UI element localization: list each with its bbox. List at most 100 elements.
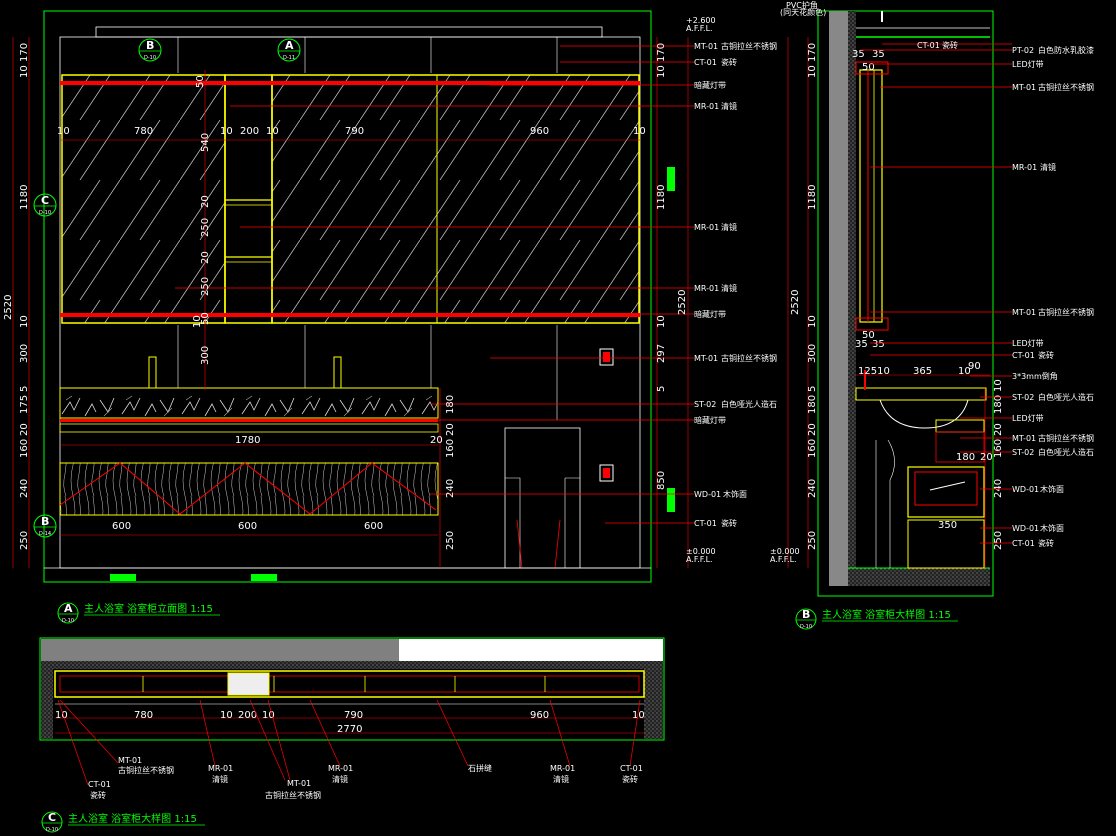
b-left-9: 240 [807, 479, 818, 498]
callout-c-0-code: MT-01 [118, 756, 142, 765]
dim-drawer-2: 600 [364, 521, 383, 532]
c-dim-2: 10 [220, 710, 233, 721]
dim-top-5: 790 [345, 126, 364, 137]
plan-c-leaders [57, 699, 641, 786]
callout-b-12-text: 白色哑光人造石 [1038, 447, 1094, 457]
dim-left-9: 240 [19, 479, 30, 498]
callout-b-11-text: 古铜拉丝不锈钢 [1038, 433, 1094, 443]
b-left-8: 160 [807, 439, 818, 458]
callout-b-12-code: ST-02 [1012, 448, 1034, 457]
elevation-a: 10 780 10 200 10 790 960 10 1780 20 600 … [3, 10, 777, 624]
title-a-sheet: D-10 [62, 618, 74, 624]
callout-a-3-text: 清镜 [721, 101, 737, 111]
b-left-0: 170 [807, 43, 818, 62]
b-dim-0: 35 [852, 49, 865, 60]
dim-top-3: 200 [240, 126, 259, 137]
plan-c-wall-white [399, 639, 663, 661]
b-left-2: 1180 [807, 185, 818, 210]
title-c-letter: C [48, 811, 56, 824]
callout-b-5-text: 古铜拉丝不锈钢 [1038, 307, 1094, 317]
c-dim-4: 10 [262, 710, 275, 721]
bubble-3-sheet: D-14 [39, 531, 51, 537]
dim-right-4: 297 [656, 344, 667, 363]
dim-small: 850 [656, 471, 667, 490]
callout-a-7-text: 古铜拉丝不锈钢 [721, 353, 777, 363]
b-dim-11: 20 [980, 452, 993, 463]
callout-b-7-text: 瓷砖 [1038, 350, 1054, 360]
bubble-0-sheet: D-10 [144, 55, 156, 61]
mid-dimensions: 50 540 20 250 20 250 10 50 300 [192, 75, 211, 365]
dim-mid-5: 250 [200, 277, 211, 296]
dim-right-7: 20 [445, 423, 456, 436]
b-right-1: 180 [993, 395, 1004, 414]
dim-left-1: 10 [19, 65, 30, 78]
callout-b-3-code: MT-01 [1012, 83, 1036, 92]
b-left-10: 250 [807, 531, 818, 550]
dim-top-4: 10 [266, 126, 279, 137]
callout-a-8-code: ST-02 [694, 400, 716, 409]
title-c-text: 主人浴室 浴室柜大样图 1:15 [68, 812, 197, 825]
section-b-mirror [859, 69, 883, 323]
callout-b-7-code: CT-01 [1012, 351, 1035, 360]
elevation-a-callouts: MT-01 古铜拉丝不锈钢 CT-01 瓷砖 暗藏灯带 MR-01 清镜 MR-… [694, 41, 777, 528]
dim-right-3: 10 [656, 315, 667, 328]
b-left-5: 5 [807, 386, 818, 392]
section-b-counter [855, 387, 987, 401]
b-left-4: 300 [807, 344, 818, 363]
callout-b-2-text: LED灯带 [1012, 59, 1044, 69]
callout-b-9-code: ST-02 [1012, 393, 1034, 402]
b-right-0: 10 [993, 379, 1004, 392]
dim-left-2: 1180 [19, 185, 30, 210]
dim-right-2: 1180 [656, 185, 667, 210]
left-dimensions: 2520 170 10 1180 10 300 5 175 20 160 240… [3, 43, 30, 550]
drawer-front [59, 462, 439, 516]
c-dim-7: 10 [632, 710, 645, 721]
callout-c-0-text: 古铜拉丝不锈钢 [118, 765, 174, 775]
title-a: A D-10 主人浴室 浴室柜立面图 1:15 [57, 602, 220, 624]
right-dimensions: 170 10 1180 10 297 5 180 20 160 240 250 … [445, 16, 716, 564]
plan-c-cabinet [54, 670, 645, 698]
callout-c-5-text: 石拼缝 [468, 763, 492, 773]
callout-c-2-code: MR-01 [208, 764, 233, 773]
title-a-text: 主人浴室 浴室柜立面图 1:15 [84, 602, 213, 615]
callout-b-9-text: 白色哑光人造石 [1038, 392, 1094, 402]
b-dim-6: 12510 [858, 366, 890, 377]
dim-left-3: 10 [19, 315, 30, 328]
bubble-1-letter: A [285, 39, 294, 52]
title-c: C D-10 主人浴室 浴室柜大样图 1:15 [41, 811, 205, 833]
callout-b-6-text: LED灯带 [1012, 338, 1044, 348]
dim-top-1: 780 [134, 126, 153, 137]
led-strip-top [60, 81, 640, 85]
callout-a-8-text: 白色哑光人造石 [721, 399, 777, 409]
led-strip-bottom [60, 313, 640, 317]
dim-left-10: 250 [19, 531, 30, 550]
callout-c-7-text: 瓷砖 [622, 774, 638, 784]
b-dim-8: 10 [958, 366, 971, 377]
mirror-left [61, 74, 226, 324]
callout-b-10-text: LED灯带 [1012, 413, 1044, 423]
b-right-4: 240 [993, 479, 1004, 498]
mirror-right [271, 74, 640, 324]
b-top-note-1: (同天花颜色) [780, 7, 826, 17]
level-top-a: +2.600 [686, 16, 716, 25]
callout-a-9-text: 暗藏灯带 [694, 415, 726, 425]
dim-counter: 1780 [235, 435, 260, 446]
b-left-3: 10 [807, 315, 818, 328]
socket-upper [599, 348, 614, 366]
level-bot-a-sub: A.F.F.L. [686, 555, 713, 564]
ceiling-line [95, 26, 603, 38]
section-b-dims: 35 35 50 50 35 35 12510 365 10 90 180 20… [770, 0, 1004, 564]
dim-mid-4: 20 [200, 251, 211, 264]
plan-c-frame [39, 637, 665, 741]
title-b-letter: B [802, 608, 810, 621]
section-b-frame [817, 10, 994, 597]
b-dim-3: 50 [862, 330, 875, 341]
level-bot-a: ±0.000 [686, 547, 716, 556]
dim-mid-8: 300 [200, 346, 211, 365]
b-dim-10: 180 [956, 452, 975, 463]
callout-b-1-code: PT-02 [1012, 46, 1034, 55]
callout-a-0-code: MT-01 [694, 42, 718, 51]
dim-top-6: 960 [530, 126, 549, 137]
bubble-2-sheet: D-10 [39, 210, 51, 216]
callout-b-11-code: MT-01 [1012, 434, 1036, 443]
